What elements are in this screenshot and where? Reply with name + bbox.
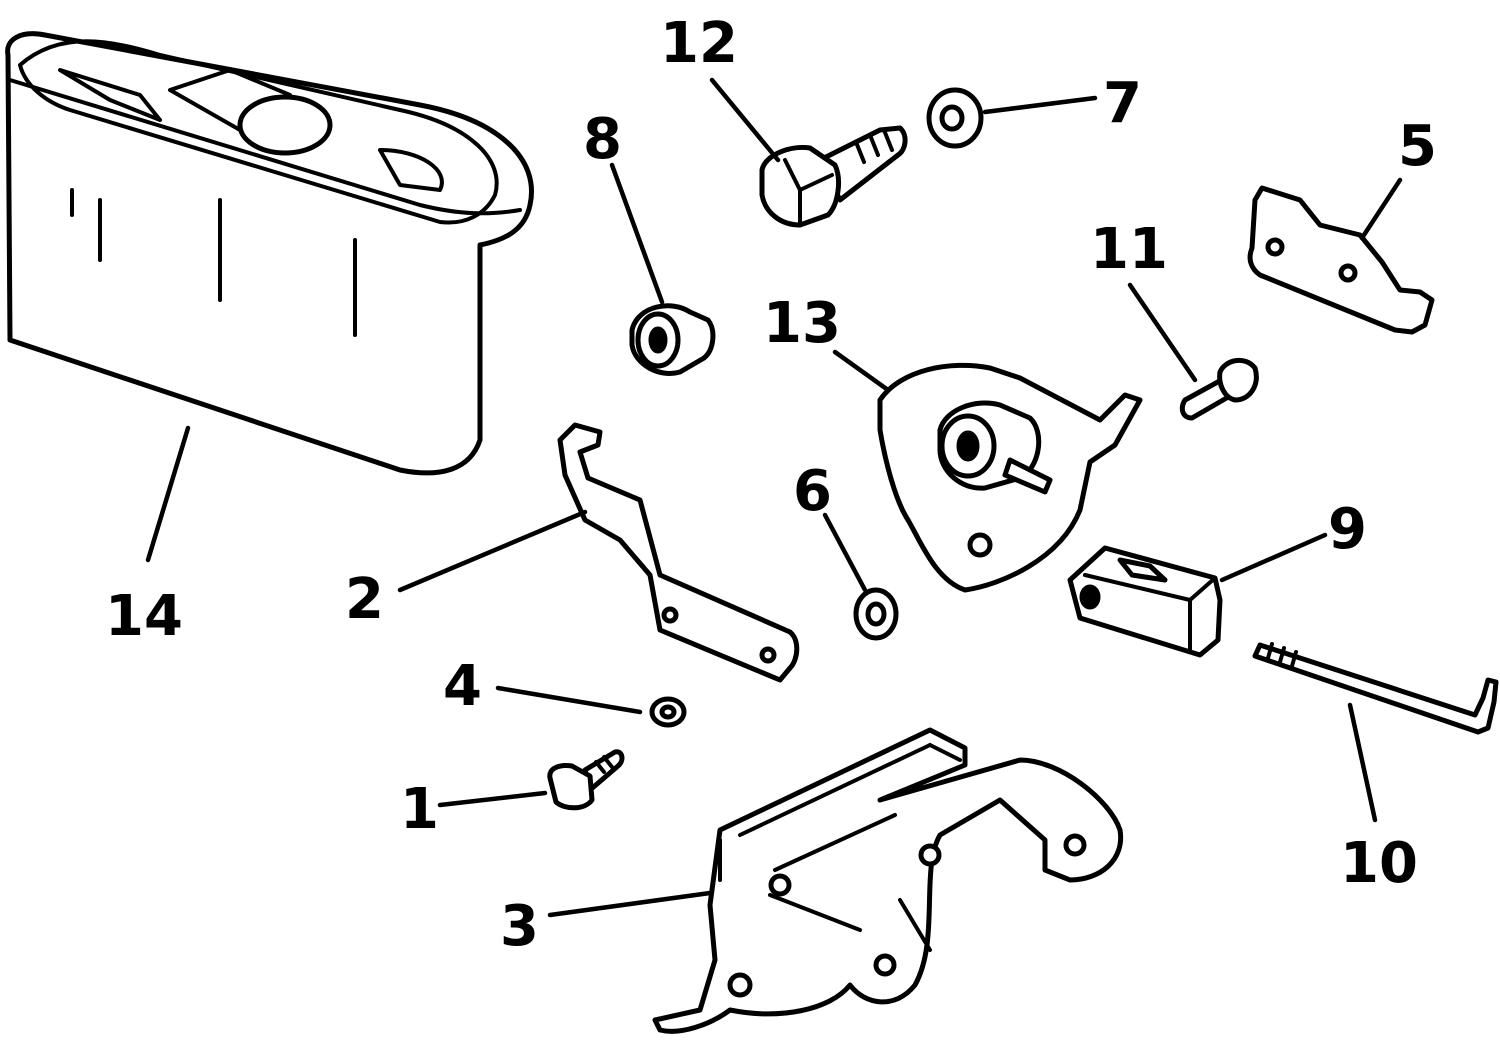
leader-3 xyxy=(547,890,713,918)
part-4-washer xyxy=(649,696,687,728)
callout-12: 12 xyxy=(660,11,738,76)
leader-8 xyxy=(609,162,665,305)
part-5-plate xyxy=(1247,185,1435,335)
callout-6: 6 xyxy=(793,459,832,524)
callout-9: 9 xyxy=(1328,497,1367,562)
callout-1: 1 xyxy=(400,777,439,842)
callout-7: 7 xyxy=(1103,71,1142,136)
leader-5 xyxy=(1359,177,1403,241)
part-8-bushing xyxy=(629,303,716,376)
part-12-shoulder-bolt xyxy=(759,125,908,228)
leader-11 xyxy=(1127,282,1198,383)
leader-7 xyxy=(982,95,1098,115)
part-7-washer xyxy=(926,87,984,149)
leader-2 xyxy=(397,509,588,593)
part-1-bolt xyxy=(547,749,625,811)
callout-11: 11 xyxy=(1090,217,1168,282)
leader-lines xyxy=(145,77,1403,918)
leader-13 xyxy=(832,349,891,393)
leader-14 xyxy=(145,425,191,563)
part-13-cam-plate xyxy=(877,362,1143,593)
part-6-washer xyxy=(853,587,899,641)
leader-10 xyxy=(1347,702,1378,823)
part-2-bracket xyxy=(557,422,800,683)
callout-8: 8 xyxy=(583,107,622,172)
leader-6 xyxy=(822,512,868,593)
leader-4 xyxy=(495,685,643,715)
callout-4: 4 xyxy=(443,654,482,719)
leader-1 xyxy=(437,790,548,808)
part-9-link-block xyxy=(1067,545,1223,658)
callout-10: 10 xyxy=(1340,831,1418,896)
part-10-rod xyxy=(1252,642,1499,735)
callout-3: 3 xyxy=(500,894,539,959)
callout-2: 2 xyxy=(345,567,384,632)
leader-9 xyxy=(1219,532,1328,583)
callout-5: 5 xyxy=(1398,114,1437,179)
callout-labels: 1 2 3 4 5 6 7 8 9 10 11 12 13 14 xyxy=(105,11,1437,959)
part-3-mount-bracket xyxy=(652,727,1124,1034)
leader-12 xyxy=(709,77,781,163)
callout-13: 13 xyxy=(763,291,841,356)
part-11-screw xyxy=(1179,357,1259,421)
part-14-housing xyxy=(5,31,534,476)
callout-14: 14 xyxy=(105,584,183,649)
